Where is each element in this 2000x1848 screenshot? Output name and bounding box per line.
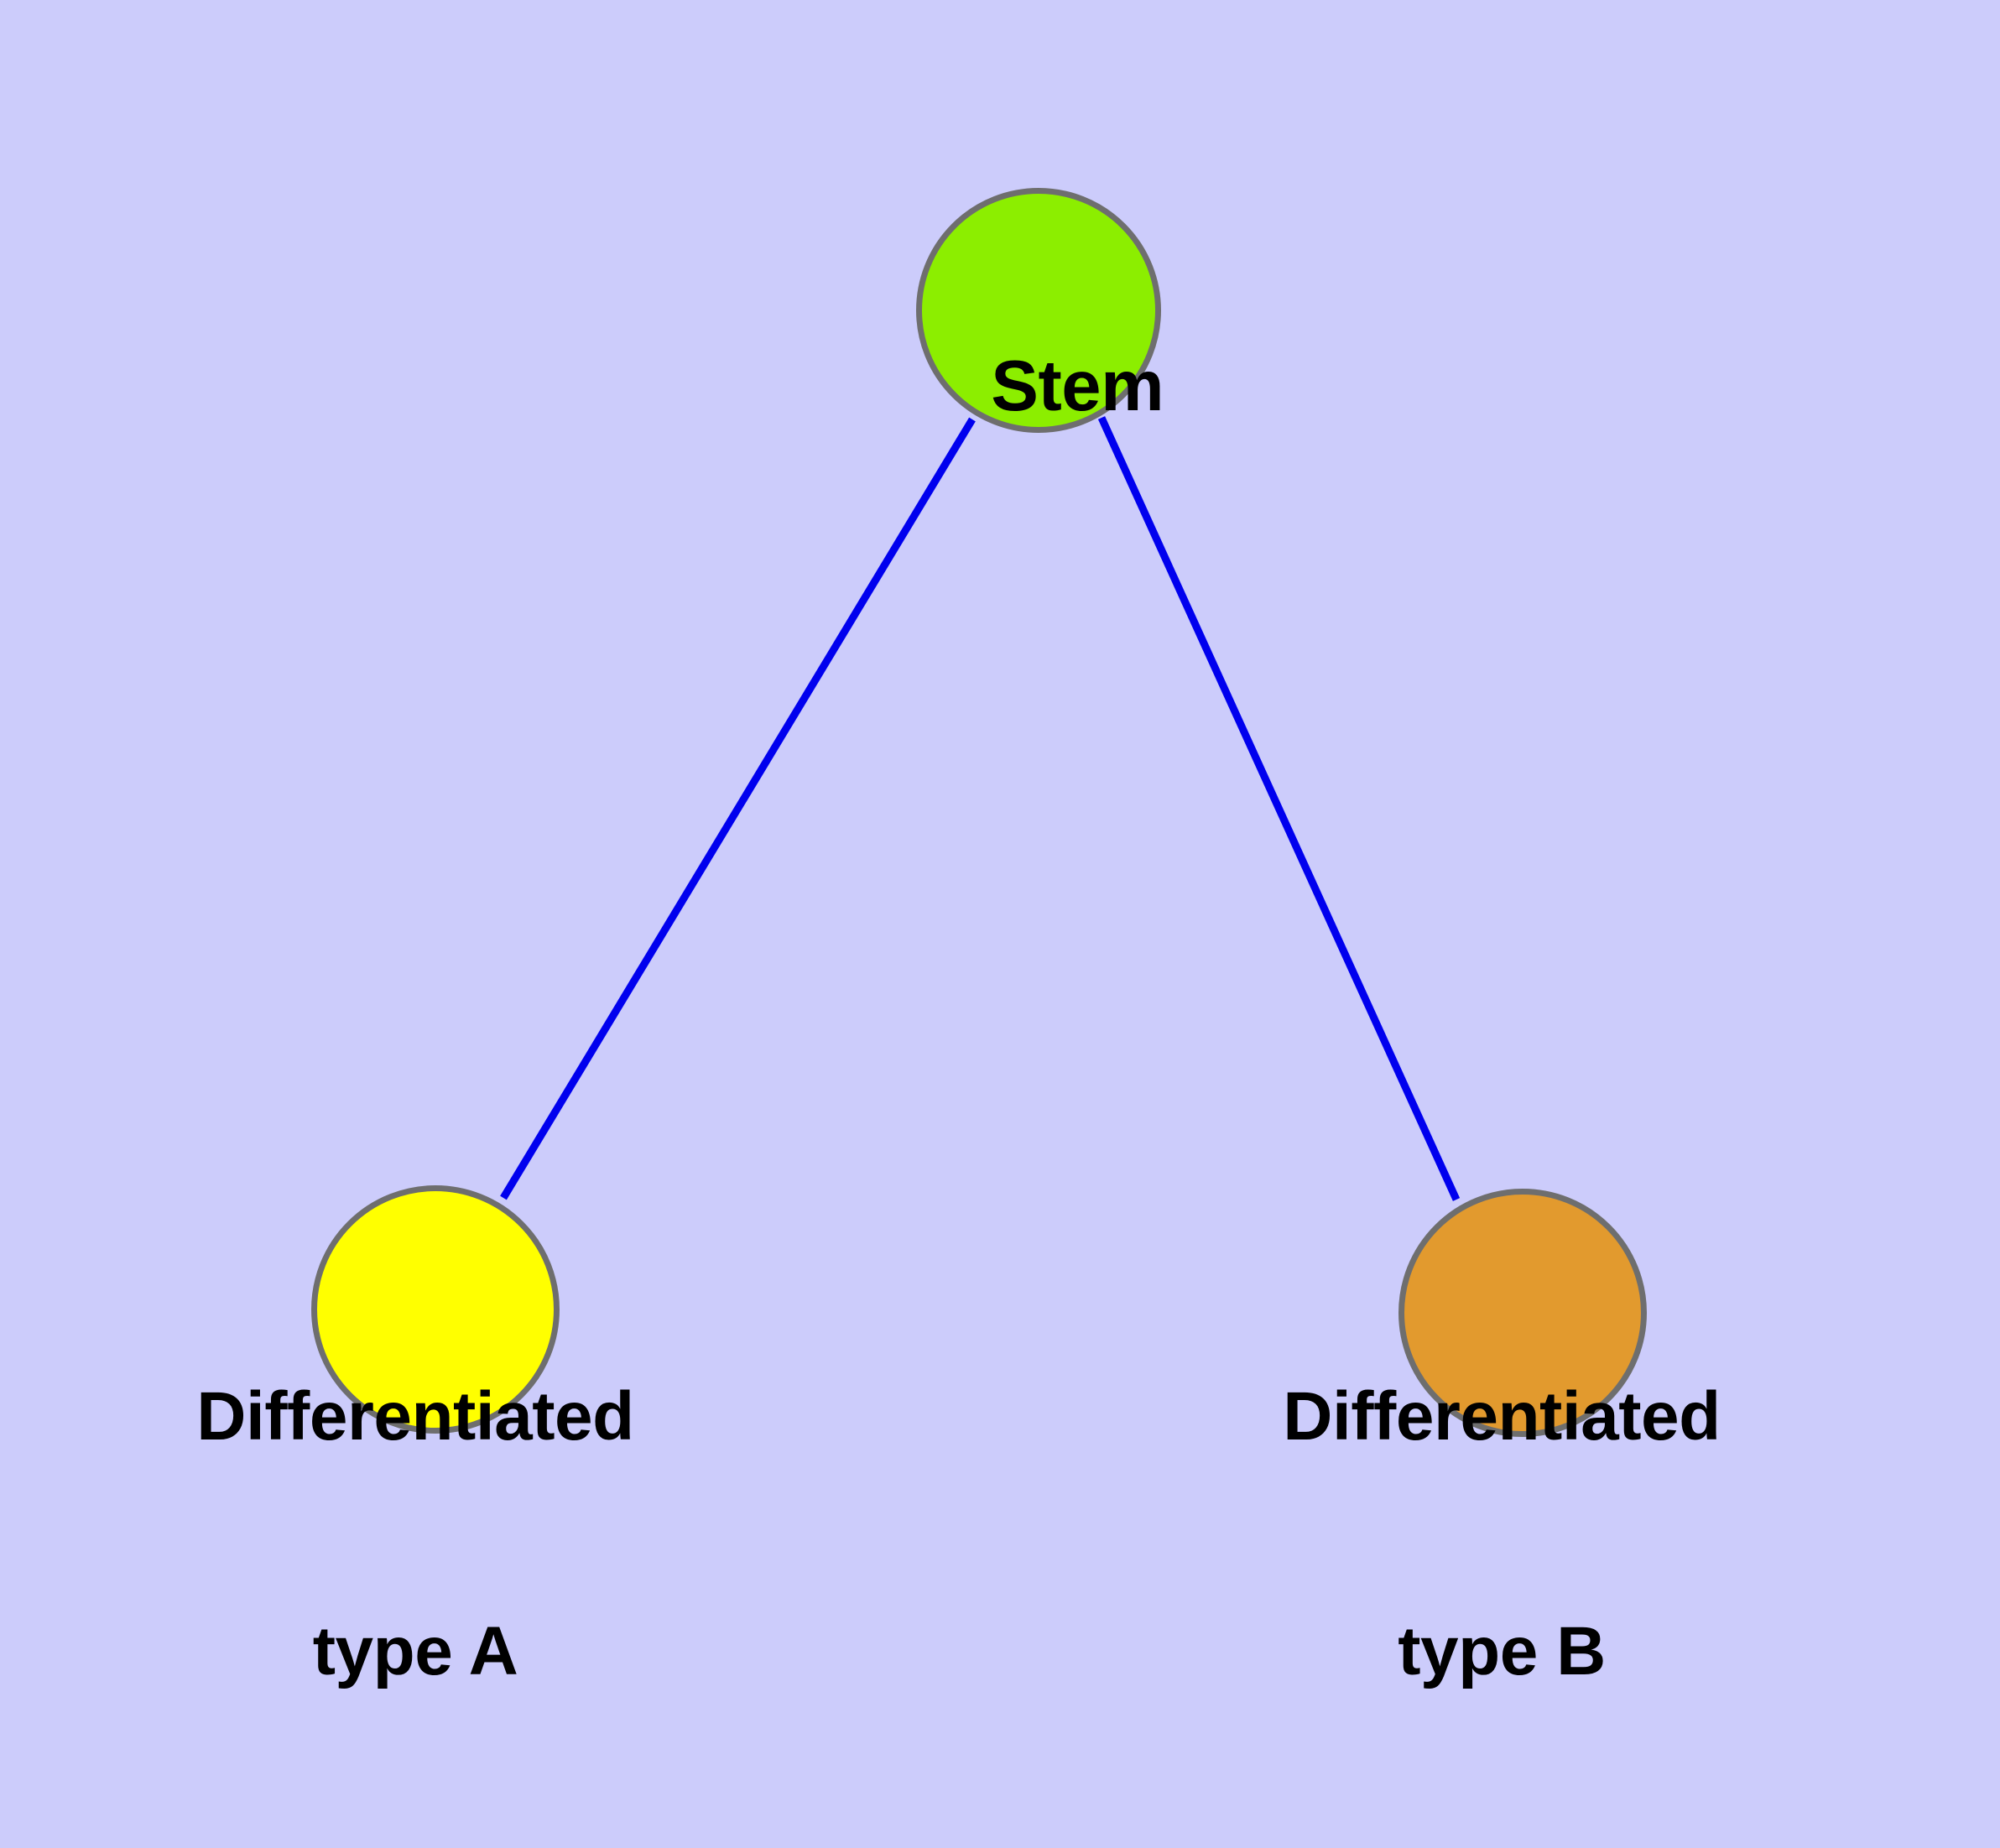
node-stem-label-line-1: Stem bbox=[991, 346, 1164, 426]
edge-stem-to-differentiated-type-a[interactable] bbox=[500, 417, 976, 1200]
node-differentiated-type-a-label-line-2: type A bbox=[312, 1613, 518, 1690]
edge-stem-to-differentiated-type-b[interactable] bbox=[1097, 416, 1461, 1201]
node-differentiated-type-b[interactable] bbox=[1398, 1189, 1647, 1437]
node-differentiated-type-a-label-line-1: Differentiated bbox=[196, 1377, 634, 1455]
graph-canvas: Stem Differentiated type A Differentiate… bbox=[196, 188, 1721, 1690]
node-differentiated-type-b-label-line-1: Differentiated bbox=[1283, 1377, 1721, 1455]
node-stem-label: Stem bbox=[913, 265, 1164, 509]
edge-layer bbox=[500, 416, 1461, 1201]
node-differentiated-type-b-label: Differentiated type B bbox=[1250, 1221, 1753, 1848]
node-stem[interactable] bbox=[916, 188, 1161, 433]
node-differentiated-type-b-label-line-2: type B bbox=[1398, 1613, 1606, 1690]
node-differentiated-type-a[interactable] bbox=[311, 1185, 560, 1434]
node-differentiated-type-a-label: Differentiated type A bbox=[164, 1221, 667, 1848]
